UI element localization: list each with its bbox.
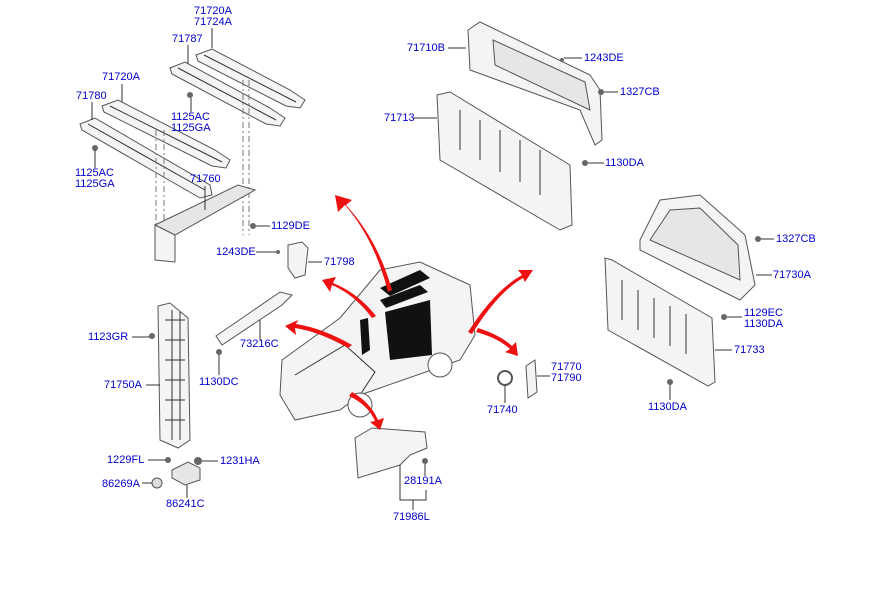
clip-28191A (422, 458, 428, 464)
roof-bow-71787[interactable] (169, 61, 286, 127)
cap-86269A (151, 477, 163, 489)
label-1229FL[interactable]: 1229FL (107, 454, 145, 466)
bolt-1125AC-mid (187, 92, 193, 98)
label-71740[interactable]: 71740 (487, 404, 518, 416)
nut-1327CB-top (598, 89, 604, 95)
partition-71710B[interactable] (467, 21, 603, 146)
bolt-1243DE-left (276, 250, 280, 254)
grille-71750A[interactable] (157, 302, 191, 449)
part-number[interactable]: 71790 (551, 372, 582, 384)
label-71787[interactable]: 71787 (172, 33, 203, 45)
roof-bow-71780[interactable] (79, 117, 213, 199)
label-1327CB-right[interactable]: 1327CB (776, 233, 816, 245)
label-71750A[interactable]: 71750A (104, 379, 142, 391)
insulator-71986L[interactable] (354, 427, 428, 479)
dash-lines (155, 80, 250, 255)
roof-bow-71720A-71724A[interactable] (195, 48, 306, 109)
bolt-1129EC (721, 314, 727, 320)
van-body (279, 261, 476, 421)
part-number[interactable]: 1125AC (75, 167, 114, 179)
partition-71730A[interactable] (639, 194, 756, 301)
part-number[interactable]: 1125GA (171, 122, 211, 134)
clip-1231HA (194, 457, 202, 465)
part-number[interactable]: 71770 (551, 361, 582, 373)
pointer-arrows (285, 195, 533, 430)
label-71760[interactable]: 71760 (190, 173, 221, 185)
label-1243DE-left[interactable]: 1243DE (216, 246, 256, 258)
bracket-71770[interactable] (525, 359, 538, 399)
bolt-1123GR (149, 333, 155, 339)
label-1123GR[interactable]: 1123GR (88, 331, 129, 343)
nut-1327CB-right (755, 236, 761, 242)
ring-71740[interactable] (497, 370, 513, 386)
label-71720A[interactable]: 71720A (102, 71, 140, 83)
bolt-1129DE (250, 223, 256, 229)
label-71798[interactable]: 71798 (324, 256, 355, 268)
label-71780[interactable]: 71780 (76, 90, 107, 102)
label-1231HA[interactable]: 1231HA (220, 455, 260, 467)
label-86269A[interactable]: 86269A (102, 478, 140, 490)
bolt-1243DE-right (560, 58, 564, 62)
partition-panel-71713[interactable] (436, 91, 573, 231)
label-1130DA-top[interactable]: 1130DA (605, 157, 644, 169)
label-71986L[interactable]: 71986L (393, 511, 430, 523)
bolt-1125AC-left (92, 145, 98, 151)
part-number[interactable]: 71724A (194, 16, 232, 28)
bolt-1229FL (165, 457, 171, 463)
label-1130DC[interactable]: 1130DC (199, 376, 239, 388)
part-number[interactable]: 1130DA (744, 318, 783, 330)
label-71730A[interactable]: 71730A (773, 269, 811, 281)
label-71713[interactable]: 71713 (384, 112, 415, 124)
bracket-71798[interactable] (287, 241, 309, 279)
roof-bow-71720A[interactable] (101, 99, 231, 169)
duct-73216C[interactable] (215, 291, 293, 346)
label-1130DA-bottom[interactable]: 1130DA (648, 401, 687, 413)
bolt-1130DC (216, 349, 222, 355)
label-86241C[interactable]: 86241C (166, 498, 205, 510)
label-1243DE-right[interactable]: 1243DE (584, 52, 624, 64)
label-1327CB-top[interactable]: 1327CB (620, 86, 660, 98)
leader-lines (91, 28, 774, 510)
label-1129DE[interactable]: 1129DE (271, 220, 310, 232)
part-number[interactable]: 1125GA (75, 178, 115, 190)
part-number[interactable]: 71720A (194, 5, 232, 17)
label-28191A[interactable]: 28191A (404, 475, 442, 487)
label-73216C[interactable]: 73216C (240, 338, 279, 350)
label-71710B[interactable]: 71710B (407, 42, 445, 54)
bracket-86241C[interactable] (171, 461, 201, 486)
bolt-1130DA-bottom (667, 379, 673, 385)
fasteners (92, 58, 761, 489)
part-number[interactable]: 1125AC (171, 111, 210, 123)
part-number[interactable]: 1129EC (744, 307, 783, 319)
bolt-1130DA-top (582, 160, 588, 166)
partition-panel-71733[interactable] (604, 257, 716, 387)
label-71733[interactable]: 71733 (734, 344, 765, 356)
